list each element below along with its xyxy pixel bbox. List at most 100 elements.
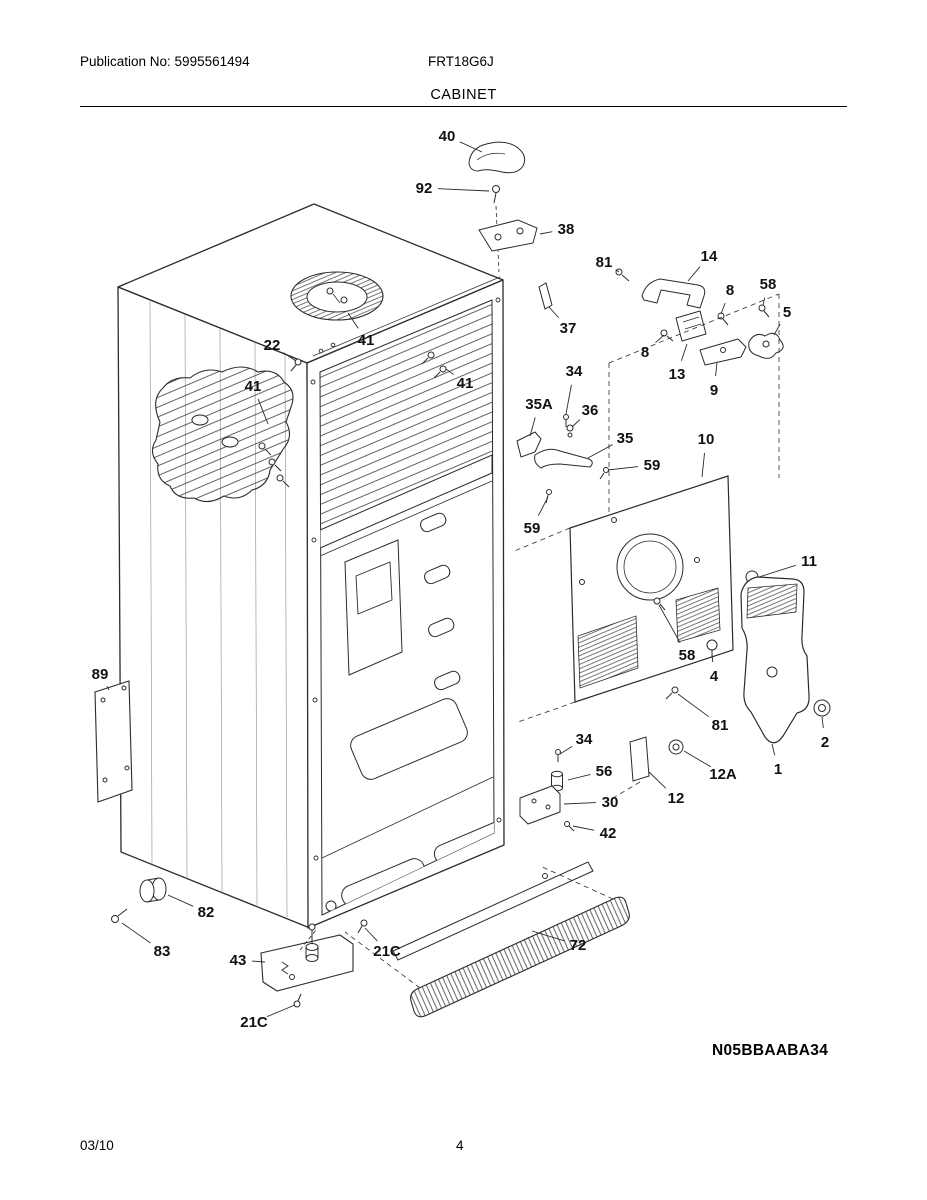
part-callout-21C: 21C xyxy=(373,943,401,960)
callout-leader-10 xyxy=(701,452,705,478)
part-callout-12A: 12A xyxy=(709,766,737,783)
callout-leader-43 xyxy=(251,960,266,963)
callout-leader-59 xyxy=(607,466,639,471)
part-callout-8: 8 xyxy=(726,282,734,299)
callout-leader-34 xyxy=(559,746,573,755)
callout-leader-4 xyxy=(711,652,714,663)
part-callout-42: 42 xyxy=(600,825,617,842)
part-callout-59: 59 xyxy=(644,457,661,474)
callout-leader-72 xyxy=(531,930,565,942)
part-1-duct-cover xyxy=(740,576,810,744)
callout-leader-2 xyxy=(821,716,824,729)
screw-22 xyxy=(290,358,302,372)
callout-leader-38 xyxy=(539,231,553,235)
part-callout-41: 41 xyxy=(245,378,262,395)
part-callout-38: 38 xyxy=(558,221,575,238)
callout-leader-11 xyxy=(758,564,796,578)
callout-leader-58 xyxy=(658,604,681,644)
part-callout-34: 34 xyxy=(576,731,593,748)
callout-leader-40 xyxy=(459,141,483,153)
part-callout-81: 81 xyxy=(596,254,613,271)
part-callout-34: 34 xyxy=(566,363,583,380)
callout-leader-89 xyxy=(106,685,110,691)
callout-leader-37 xyxy=(548,306,559,318)
part-callout-13: 13 xyxy=(669,366,686,383)
part-callout-72: 72 xyxy=(570,937,587,954)
part-10-back-panel xyxy=(511,475,734,723)
screw-21c-lower xyxy=(293,993,302,1008)
part-72-kick-plate xyxy=(344,861,630,1018)
part-callout-41: 41 xyxy=(457,375,474,392)
part-callout-2: 2 xyxy=(821,734,829,751)
part-callout-59: 59 xyxy=(524,520,541,537)
part-89-panel xyxy=(94,680,133,803)
part-callout-1: 1 xyxy=(774,761,782,778)
part-callout-35A: 35A xyxy=(525,396,553,413)
part-callout-92: 92 xyxy=(416,180,433,197)
part-38-hinge-plate xyxy=(478,219,538,252)
callout-leader-12A xyxy=(683,750,712,768)
callout-leader-58 xyxy=(762,297,766,306)
part-callout-58: 58 xyxy=(679,647,696,664)
callout-leader-36 xyxy=(571,419,581,428)
part-callout-10: 10 xyxy=(698,431,715,448)
part-callout-37: 37 xyxy=(560,320,577,337)
callout-leader-21C xyxy=(364,927,378,942)
screw-21c-upper xyxy=(357,919,368,934)
callout-leader-81 xyxy=(615,269,620,273)
part-callout-81: 81 xyxy=(712,717,729,734)
part-callout-82: 82 xyxy=(198,904,215,921)
part-callout-56: 56 xyxy=(596,763,613,780)
part-callout-58: 58 xyxy=(760,276,777,293)
part-callout-30: 30 xyxy=(602,794,619,811)
callout-leader-41 xyxy=(445,368,454,376)
part-callout-40: 40 xyxy=(439,128,456,145)
callout-leader-35A xyxy=(529,417,536,437)
part-40-hinge-cover xyxy=(468,141,526,174)
publication-number: Publication No: 5995561494 xyxy=(80,54,250,69)
title-rule xyxy=(80,106,847,107)
callout-leader-14 xyxy=(687,266,701,282)
footer-date: 03/10 xyxy=(80,1138,114,1153)
callout-leader-59 xyxy=(538,496,549,516)
part-callout-41: 41 xyxy=(358,332,375,349)
screw-81-lower xyxy=(665,686,679,700)
callout-leader-5 xyxy=(773,323,781,336)
part-83-screw xyxy=(111,908,128,923)
callout-leader-8 xyxy=(720,302,726,315)
part-2-cap xyxy=(813,699,831,717)
callout-leader-1 xyxy=(771,743,776,756)
callout-leader-30 xyxy=(563,802,597,805)
part-43-bottom-hinge xyxy=(260,923,354,992)
part-callout-11: 11 xyxy=(801,553,817,570)
callout-leader-56 xyxy=(567,773,591,781)
callout-leader-92 xyxy=(437,188,490,192)
model-number: FRT18G6J xyxy=(428,54,494,69)
callout-leader-41 xyxy=(257,398,269,425)
part-callout-8: 8 xyxy=(641,344,649,361)
callout-leader-8 xyxy=(655,334,665,344)
part-callout-9: 9 xyxy=(710,382,718,399)
part-callout-21C: 21C xyxy=(240,1014,268,1031)
callout-leader-42 xyxy=(572,825,595,831)
part-callout-5: 5 xyxy=(783,304,791,321)
top-recess-41 xyxy=(290,271,384,321)
relay-bracket-assembly xyxy=(608,268,784,546)
callout-leader-21C xyxy=(266,1004,296,1018)
callout-leader-81 xyxy=(677,693,710,718)
part-callout-22: 22 xyxy=(264,337,281,354)
part-callout-43: 43 xyxy=(230,952,247,969)
part-92-screw xyxy=(492,185,500,204)
damper-bracket-parts xyxy=(516,414,609,504)
callout-leader-34 xyxy=(565,384,572,415)
part-callout-36: 36 xyxy=(582,402,599,419)
callout-leader-13 xyxy=(681,343,688,361)
part-82-roller xyxy=(139,877,167,903)
part-callout-14: 14 xyxy=(701,248,718,265)
part-37-pin xyxy=(538,282,553,310)
part-callout-35: 35 xyxy=(617,430,634,447)
part-callout-83: 83 xyxy=(154,943,171,960)
callout-leader-35 xyxy=(587,444,613,459)
